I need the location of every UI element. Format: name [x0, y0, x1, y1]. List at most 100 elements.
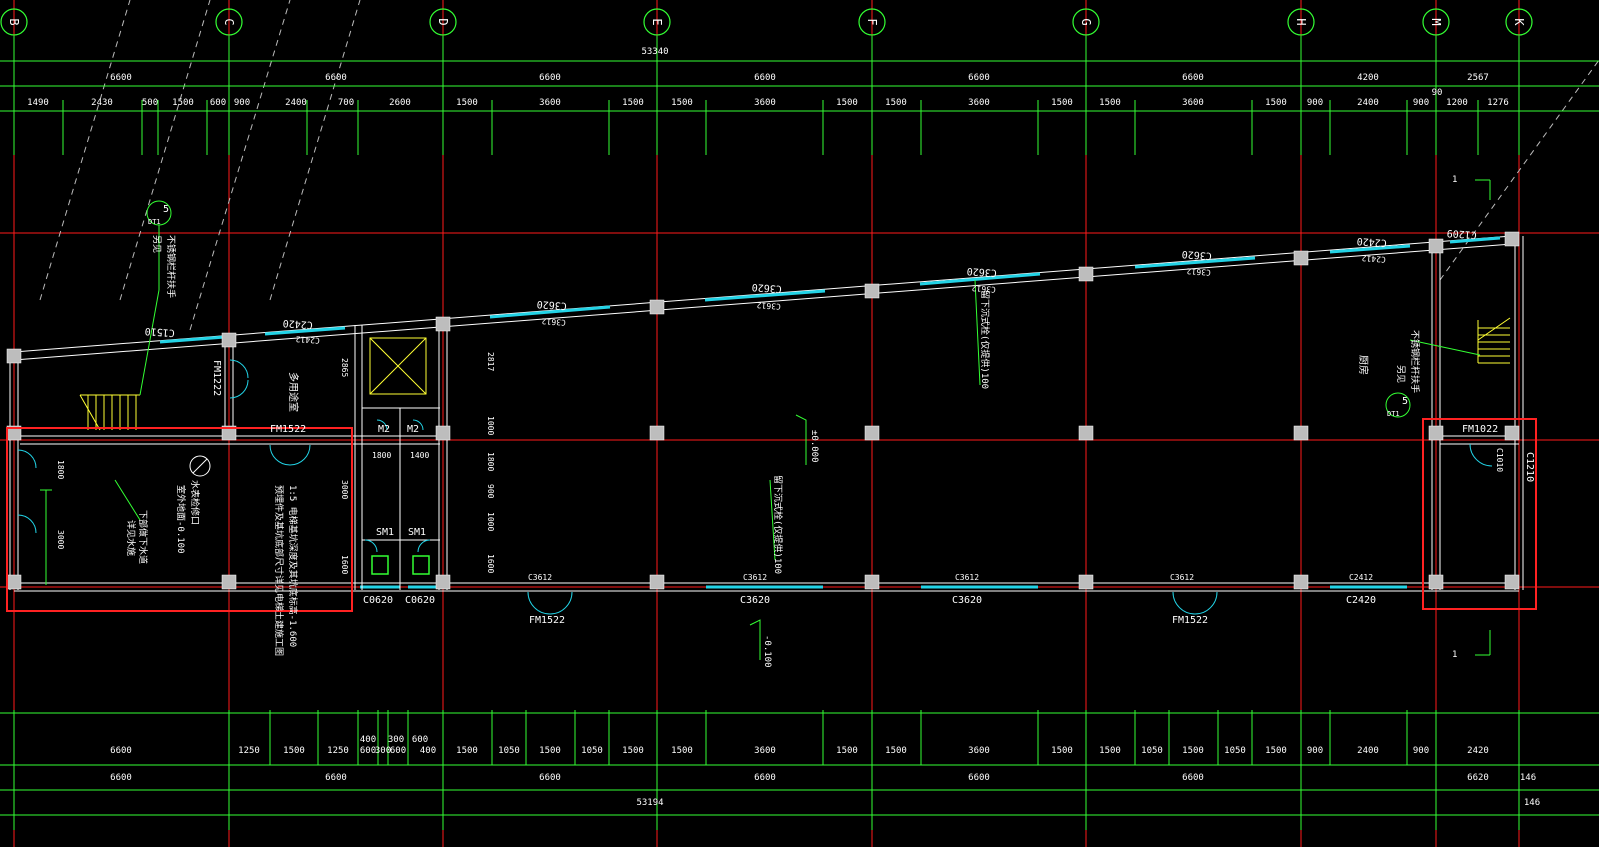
win-label-c2420b: C2420	[1356, 235, 1387, 248]
dim-top-4: 6600	[754, 73, 776, 83]
upper-exterior-wall	[13, 235, 1513, 361]
columns	[6, 231, 1520, 590]
dim-1800b: 1800	[56, 460, 65, 479]
win-label-c1510: C1510	[144, 325, 175, 338]
dim-1000a: 1000	[486, 416, 495, 435]
dim-bot-r1-10: 1050	[498, 746, 520, 756]
win-below-3: C2420	[1346, 595, 1376, 606]
win-label-c1209: C1209	[1446, 227, 1477, 240]
elevator-shaft	[369, 337, 427, 395]
win-label-c2420a: C2420	[282, 317, 313, 330]
lower-exterior-wall	[14, 582, 1519, 592]
callout-num-left: 5	[163, 204, 169, 215]
note-lobby-4: 室外地面-0.100	[175, 485, 187, 554]
dim-bot-r1-11: 1500	[539, 746, 561, 756]
notes: 不锈钢栏杆扶手 另见 不锈钢栏杆扶手 另见 5 DT1 5 DT1 留下沉式栓(…	[125, 175, 1457, 668]
room-labels: FM1222 FM1522 M2 M2 SM1 SM1 FM1022 C1210…	[56, 352, 1535, 574]
dim-bot-r1-25: 900	[1307, 746, 1323, 756]
dim-top-r2-5: 600	[210, 98, 226, 108]
win-above-1: C3612	[528, 573, 552, 582]
toilet-icons	[371, 555, 430, 575]
callout-sub-right: DT1	[1387, 410, 1400, 418]
dim-top-r2-2: 2430	[91, 98, 113, 108]
dim-bot-r1-18: 3600	[968, 746, 990, 756]
door-fm1022: FM1022	[1462, 424, 1498, 435]
dim-bot-small-3: 600	[412, 735, 428, 745]
win-label-c3620c: C3620	[966, 265, 997, 278]
axis-label-m: M	[1429, 18, 1443, 25]
dim-bot-r2-6: 6600	[1182, 773, 1204, 783]
highlight-box-left	[6, 427, 353, 612]
door-fm1522-top: FM1522	[270, 424, 306, 435]
dim-top-r2-6: 900	[234, 98, 250, 108]
dim-bot-r1-27: 900	[1413, 746, 1429, 756]
stair-left	[79, 394, 140, 431]
dim-bot-r2-2: 6600	[325, 773, 347, 783]
dim-top-r2-22: 900	[1307, 98, 1323, 108]
dim-bot-r1-17: 1500	[885, 746, 907, 756]
door-m2a: M2	[378, 424, 390, 435]
dim-top-7: 4200	[1357, 73, 1379, 83]
dim-bot-r2-8: 146	[1520, 773, 1536, 783]
door-m2b: M2	[407, 424, 419, 435]
axis-label-b: B	[7, 18, 21, 25]
sill-label-3: C3612	[756, 300, 781, 311]
callouts	[40, 179, 1491, 660]
dim-3000: 3000	[56, 530, 65, 549]
dim-top-r2-9: 2600	[389, 98, 411, 108]
dim-total-top: 53340	[641, 47, 668, 57]
small-win-1: C0620	[363, 595, 393, 606]
dim-bot-r1-15: 3600	[754, 746, 776, 756]
stair-mark-bottom: 1	[1452, 650, 1457, 660]
dim-text-bottom: 400 300 600 6600 1250 1500 1250 600 300 …	[110, 735, 1540, 808]
door-sm1a: SM1	[376, 527, 394, 538]
axis-label-h: H	[1294, 18, 1308, 25]
win-above-4: C3612	[1170, 573, 1194, 582]
dim-top-r2-13: 1500	[671, 98, 693, 108]
dim-bot-r1-14: 1500	[671, 746, 693, 756]
win-above-2: C3612	[743, 573, 767, 582]
dim-top-5: 6600	[968, 73, 990, 83]
axis-label-d: D	[436, 18, 450, 25]
dim-bot-r1-8: 400	[420, 746, 436, 756]
sill-label-5: C3612	[1186, 266, 1211, 277]
note-level-0: ±0.000	[809, 430, 819, 463]
dim-top-r2-4: 1500	[172, 98, 194, 108]
interior-walls	[9, 236, 1524, 590]
dim-top-6: 6600	[1182, 73, 1204, 83]
dim-lines-bottom	[0, 710, 1599, 830]
dim-bot-r2-4: 6600	[754, 773, 776, 783]
win-c1010: C1010	[1495, 448, 1504, 472]
win-above-5: C2412	[1349, 573, 1373, 582]
dim-top-r2-25: 1200	[1446, 98, 1468, 108]
sill-label-6: C2412	[1361, 253, 1386, 264]
stair-right	[1477, 317, 1511, 364]
sill-label-1: C2412	[295, 334, 320, 345]
win-label-c3620d: C3620	[1181, 248, 1212, 261]
note-ceiling-1: 留下沉式栓(仅提供)100	[979, 290, 991, 389]
door-sm1b: SM1	[408, 527, 426, 538]
dim-top-r2-14: 3600	[754, 98, 776, 108]
room-multi: 多用途室	[287, 372, 300, 412]
note-rail-left: 不锈钢栏杆扶手	[165, 235, 177, 298]
axis-label-f: F	[865, 18, 879, 25]
dim-bot-r1-7: 600	[390, 746, 406, 756]
dim-top-r2-26: 1276	[1487, 98, 1509, 108]
note-lobby-1: 下部做下水道	[137, 510, 149, 564]
dim-bot-r1-1: 6600	[110, 746, 132, 756]
sill-label-2: C3612	[541, 316, 566, 327]
dim-bot-r1-3: 1500	[283, 746, 305, 756]
sill-label-4: C3612	[971, 283, 996, 294]
dim-top-r2-11: 3600	[539, 98, 561, 108]
axis-label-e: E	[650, 18, 664, 25]
dim-top-r2-3: 500	[142, 98, 158, 108]
dim-1600b: 1600	[340, 555, 349, 574]
dim-2865: 2865	[340, 358, 349, 377]
dim-bot-r2-7: 6620	[1467, 773, 1489, 783]
note-lobby-3: 水表检修口	[189, 480, 201, 525]
axis-label-group: B C D E F G H M K	[7, 18, 1526, 26]
highlight-box-right	[1422, 418, 1537, 610]
axis-label-c: C	[222, 18, 236, 25]
